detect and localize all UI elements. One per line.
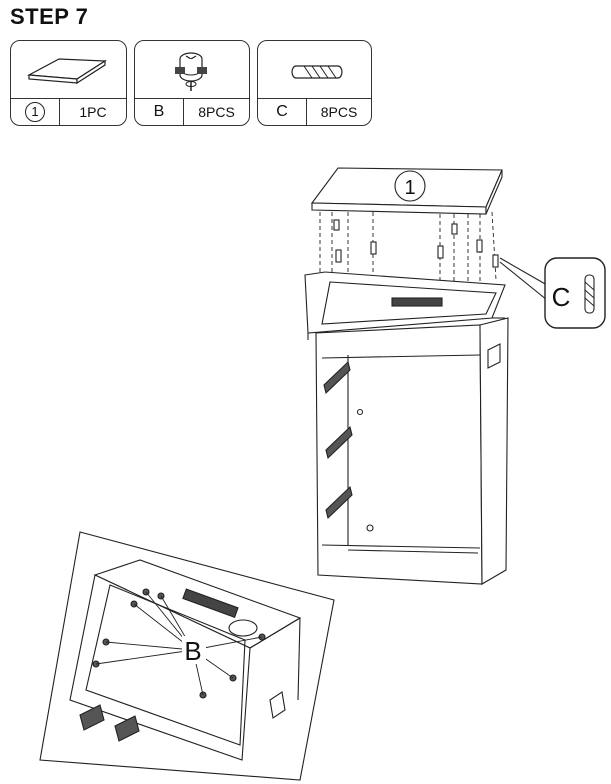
panel-icon [11, 41, 126, 99]
cabinet-top-frame [304, 271, 506, 340]
part-qty-label: 1PC [79, 104, 107, 120]
part-card-cam-lock: B 8PCS [134, 40, 250, 126]
cabinet-body [315, 317, 509, 585]
step-title: STEP 7 [10, 4, 89, 29]
part-id-label: B [135, 99, 184, 125]
dowel-callout [499, 257, 606, 329]
dowel-group [333, 219, 499, 268]
part-card-dowel: C 8PCS [257, 40, 372, 126]
cam-callout-label: B [184, 636, 201, 666]
part-id-label: C [258, 99, 307, 125]
wood-dowel-icon [258, 41, 371, 99]
part-id-label: 1 [11, 99, 60, 125]
detail-inset [39, 531, 335, 781]
cam-lock-icon [135, 41, 249, 99]
part-qty-label: 8PCS [320, 104, 358, 120]
part-qty-label: 8PCS [198, 104, 235, 120]
dowel-callout-label: C [552, 282, 571, 312]
part-card-panel: 1 1PC [10, 40, 127, 126]
top-panel [310, 167, 503, 215]
panel-callout-label: 1 [404, 177, 415, 199]
